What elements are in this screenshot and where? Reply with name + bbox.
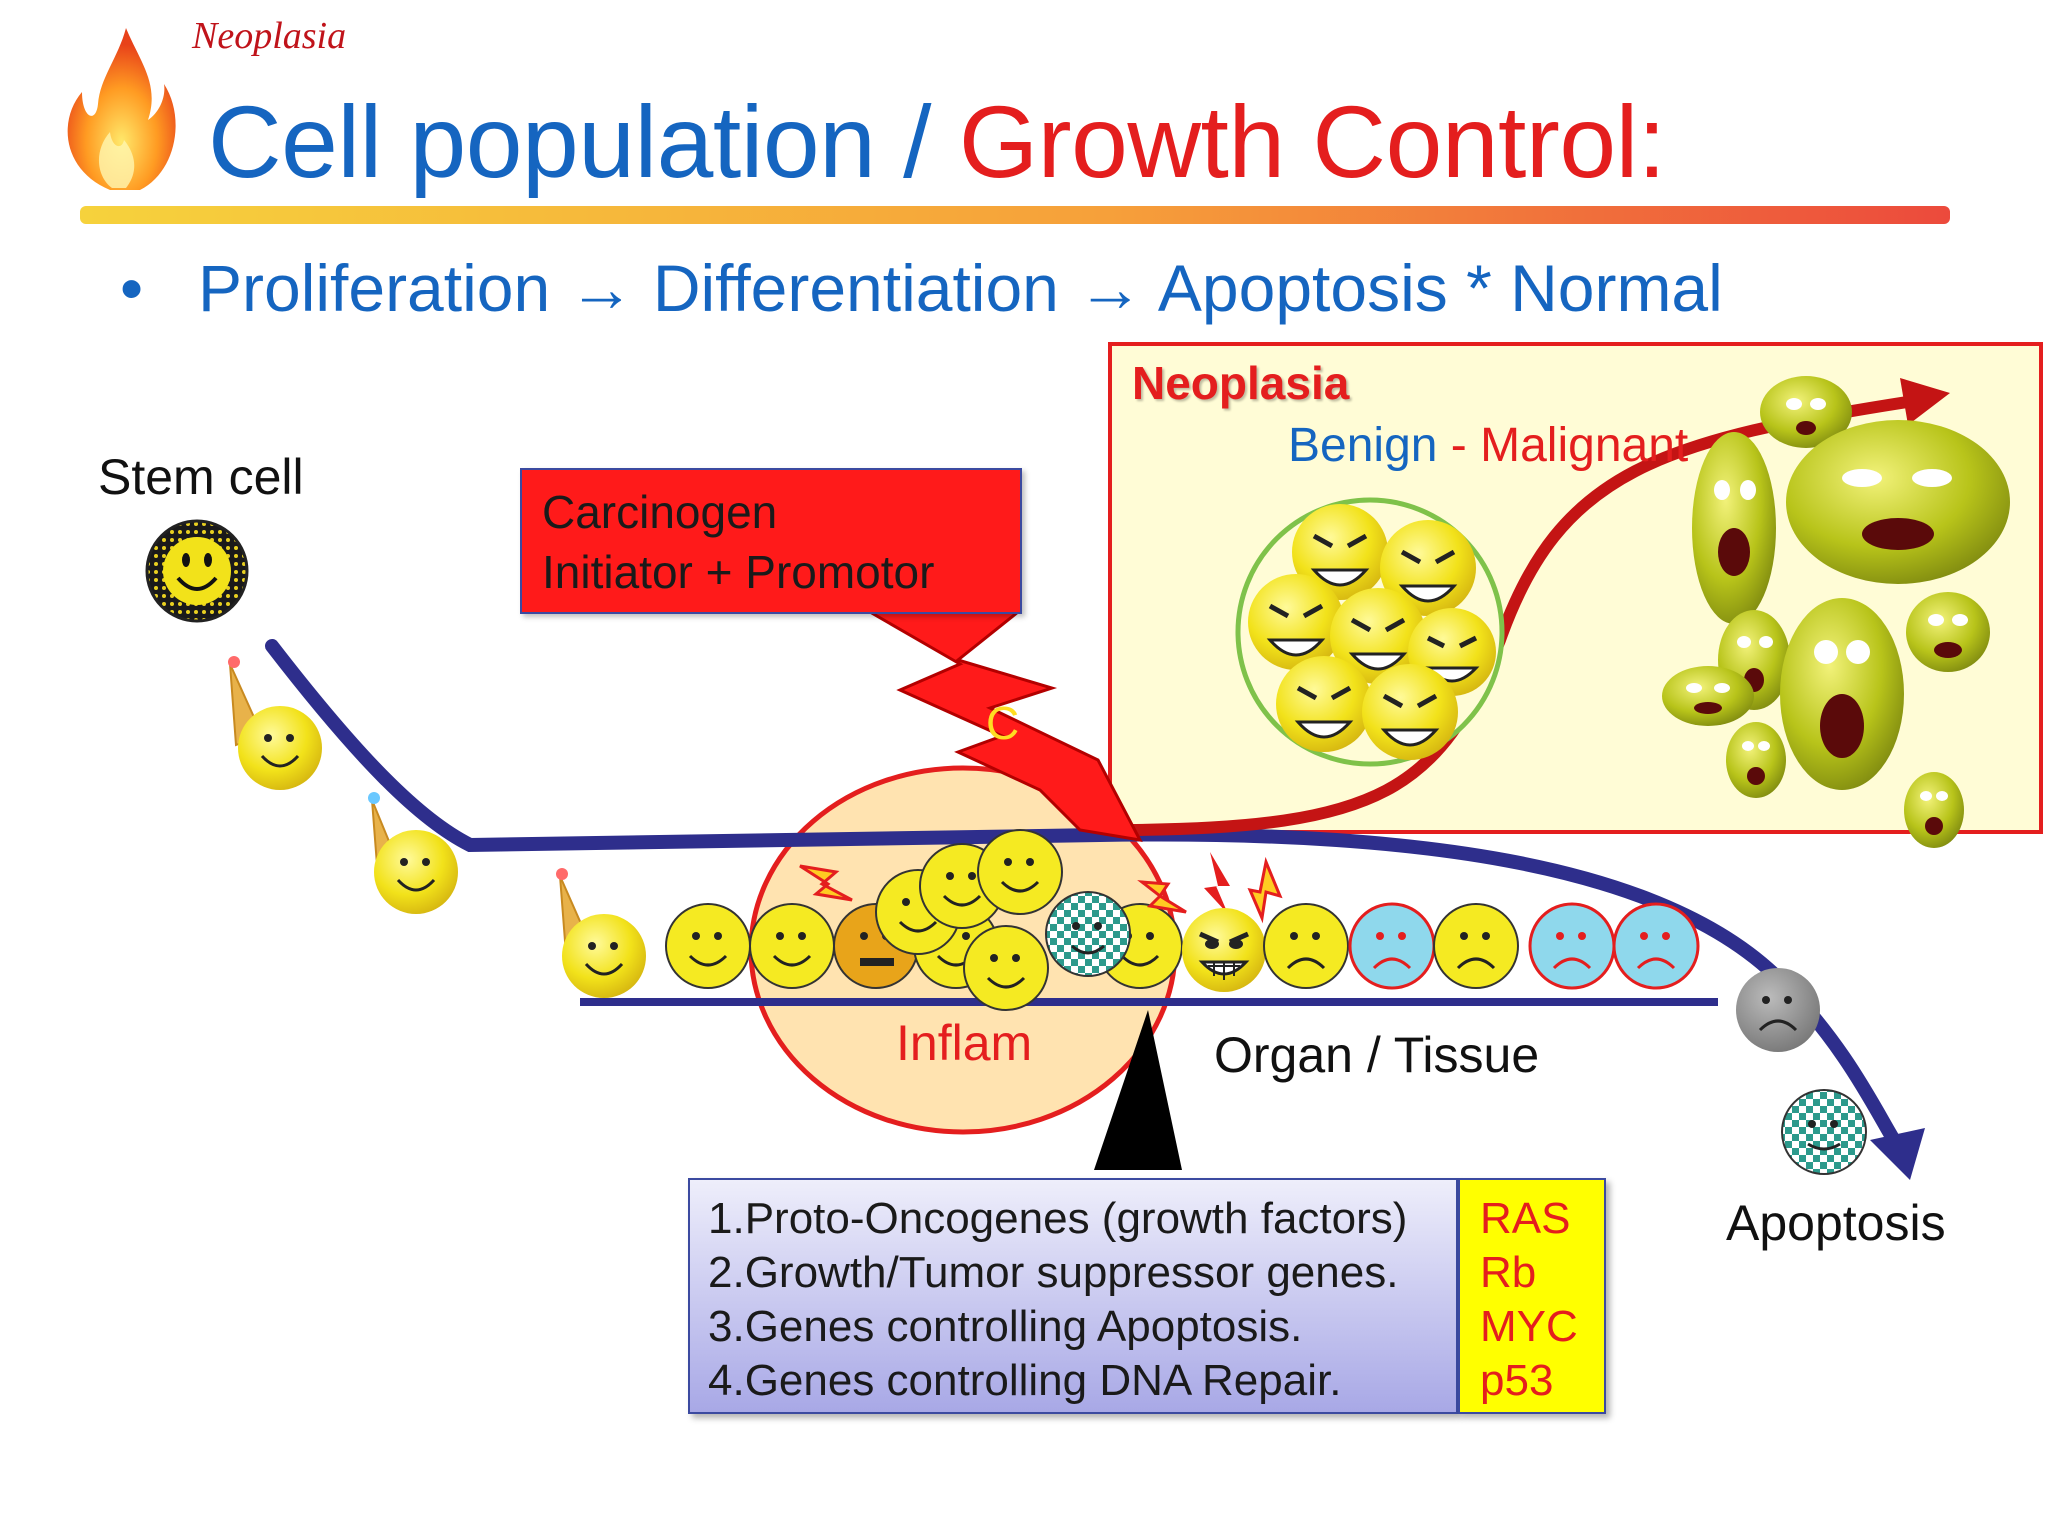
page-title: Cell population / Growth Control: xyxy=(208,84,1666,201)
stem-cell-icon xyxy=(145,519,249,623)
benign-malignant-label: Benign - Malignant xyxy=(1288,418,1688,473)
gene-codes-box: RAS Rb MYC p53 xyxy=(1458,1178,1606,1414)
screaming-face-icon xyxy=(1662,666,1754,726)
angry-face-icon xyxy=(1248,574,1344,670)
gene-code: Rb xyxy=(1480,1248,1537,1297)
screaming-face-icon xyxy=(1726,722,1786,798)
lightning-icon xyxy=(799,864,853,902)
sad-face-icon xyxy=(1263,903,1349,989)
screaming-face-icon xyxy=(1906,592,1990,672)
inflam-label: Inflam xyxy=(896,1015,1033,1071)
carcinogen-box: Carcinogen Initiator + Promotor xyxy=(520,468,1022,614)
smiley-face-icon xyxy=(963,925,1049,1011)
smiley-face-icon xyxy=(749,903,835,989)
checkered-face-icon xyxy=(1781,1089,1867,1175)
gene-item: 3.Genes controlling Apoptosis. xyxy=(708,1302,1303,1351)
apoptosis-arrow-head xyxy=(1870,1128,1925,1180)
dash-label: - xyxy=(1437,419,1481,472)
sad-face-icon xyxy=(1433,903,1519,989)
angry-face-icon xyxy=(1292,504,1388,600)
apoptosis-label: Apoptosis xyxy=(1726,1195,1946,1251)
sad-face-icon xyxy=(1736,968,1820,1052)
lightning-bolt xyxy=(864,610,1143,842)
screaming-face-icon xyxy=(1786,420,2010,584)
screaming-face-icon xyxy=(1904,772,1964,848)
carcinogen-line-2: Initiator + Promotor xyxy=(542,546,935,598)
normal-curve xyxy=(265,639,1907,1157)
malignant-label: Malignant xyxy=(1480,419,1689,472)
bullet-dot: • xyxy=(120,251,144,325)
gene-code: RAS xyxy=(1480,1194,1571,1243)
angry-face-icon xyxy=(1276,656,1372,752)
screaming-face-icon xyxy=(1760,376,1852,448)
lightning-icon xyxy=(1137,880,1187,914)
organ-tissue-label: Organ / Tissue xyxy=(1214,1027,1540,1083)
smiley-face-icon xyxy=(665,903,751,989)
sad-face-icon xyxy=(1348,902,1436,990)
c-mark-label: C xyxy=(986,697,1020,749)
title-part-2: Growth Control: xyxy=(958,85,1666,199)
stem-cell-label: Stem cell xyxy=(98,449,304,505)
angry-face-icon xyxy=(1330,588,1426,684)
gene-code: p53 xyxy=(1480,1356,1554,1405)
bullet-item: • Proliferation → Differentiation → Apopt… xyxy=(120,250,1723,326)
smiley-face-icon xyxy=(562,914,646,998)
benign-label: Benign xyxy=(1288,419,1438,472)
screaming-face-icon xyxy=(1692,432,1776,624)
angry-face-icon xyxy=(1362,664,1458,760)
neoplasia-title: Neoplasia xyxy=(1132,357,1350,409)
pointer-triangle xyxy=(1094,1010,1182,1170)
title-part-1: Cell population / xyxy=(208,85,959,199)
angry-face-icon xyxy=(1182,908,1266,992)
header-label: Neoplasia xyxy=(192,15,347,57)
smiley-face-icon xyxy=(977,829,1063,915)
smiley-face-icon xyxy=(238,706,322,790)
lightning-icon xyxy=(1204,852,1230,914)
gene-item: 2.Growth/Tumor suppressor genes. xyxy=(708,1248,1399,1297)
smiley-face-icon xyxy=(374,830,458,914)
gene-item: 1.Proto-Oncogenes (growth factors) xyxy=(708,1194,1408,1243)
genes-box: 1.Proto-Oncogenes (growth factors) 2.Gro… xyxy=(688,1178,1458,1414)
checkered-face-icon xyxy=(1045,891,1131,977)
bullet-text: Proliferation → Differentiation → Apopto… xyxy=(198,251,1723,325)
gene-code: MYC xyxy=(1480,1302,1578,1351)
screaming-face-icon xyxy=(1780,598,1904,790)
carcinogen-line-1: Carcinogen xyxy=(542,486,778,538)
sad-face-icon xyxy=(1528,902,1616,990)
sad-face-icon xyxy=(1612,902,1700,990)
lightning-icon xyxy=(1247,856,1283,924)
gene-item: 4.Genes controlling DNA Repair. xyxy=(708,1356,1342,1405)
malignant-arrow-head xyxy=(1900,378,1950,425)
angry-face-icon xyxy=(1380,520,1476,616)
